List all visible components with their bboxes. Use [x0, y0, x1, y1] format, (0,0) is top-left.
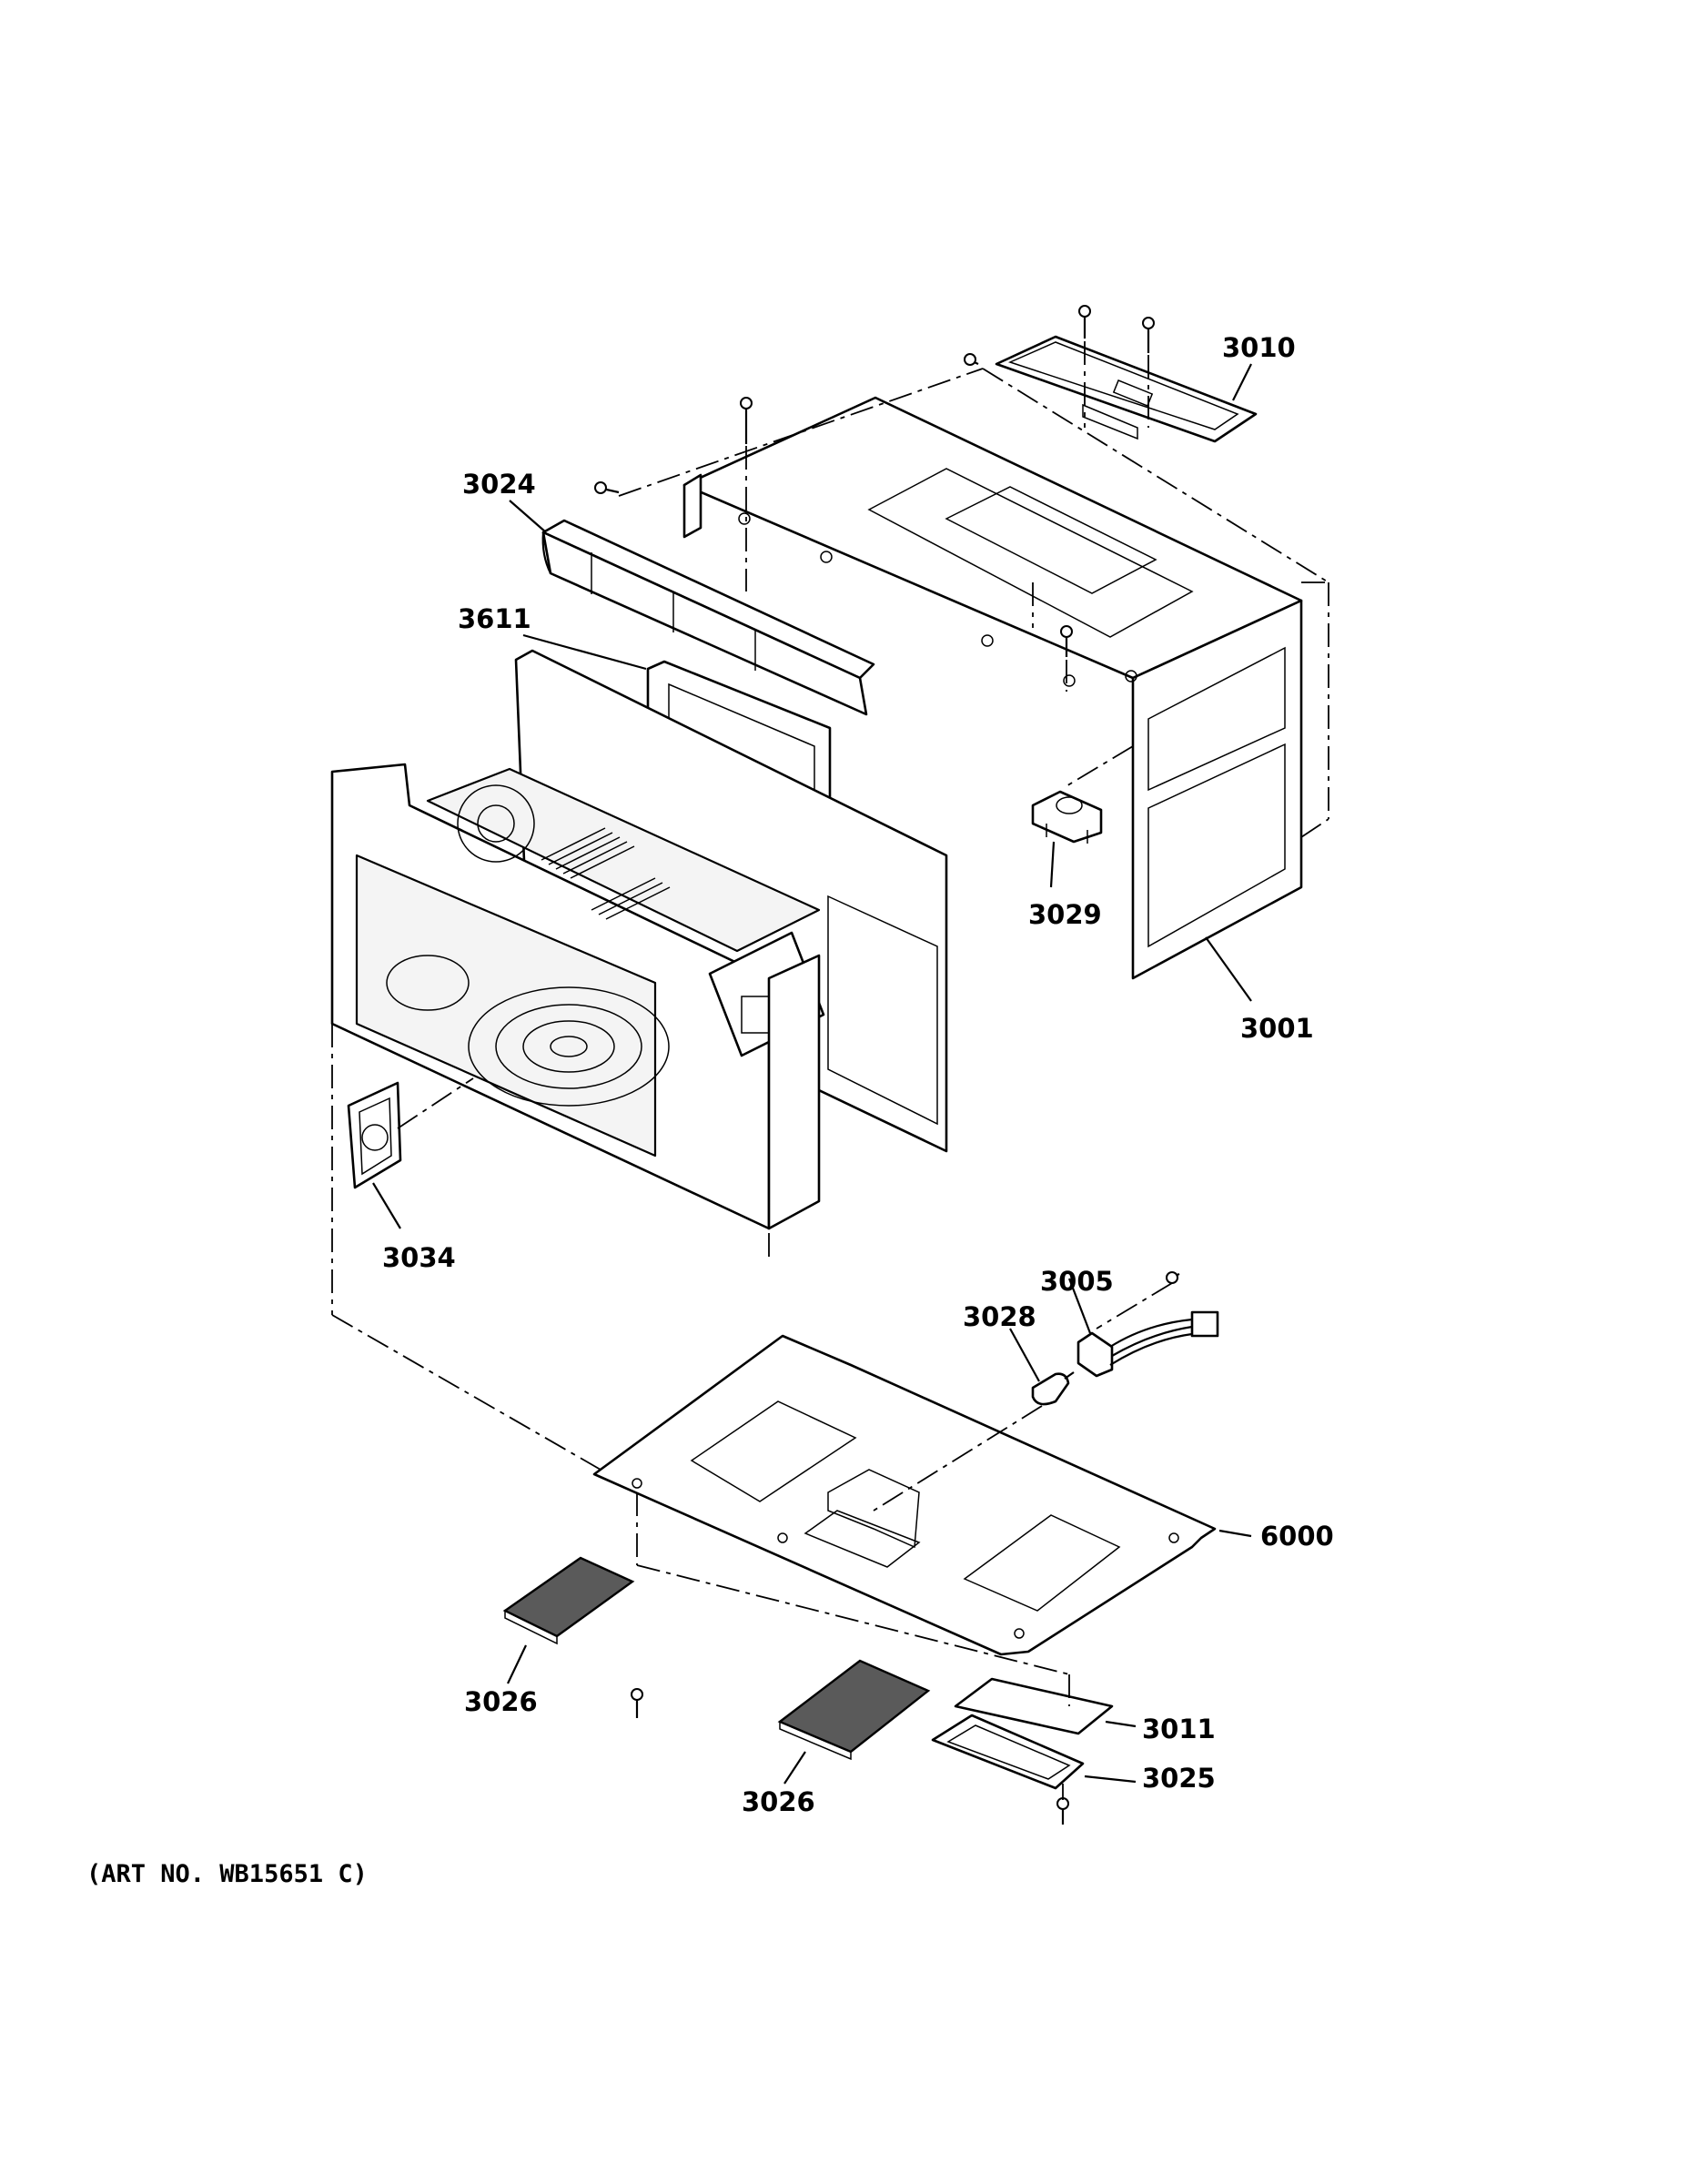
alignment-lines	[331, 341, 1329, 1800]
grease-filter-3026-left	[502, 1556, 635, 1645]
base-plate-6000	[592, 1334, 1217, 1656]
vent-slots	[541, 827, 671, 920]
grease-filter-3026-right	[777, 1659, 931, 1761]
screw-icon	[740, 397, 753, 444]
main-cavity-assembly	[330, 649, 948, 1230]
bracket-3029	[1031, 790, 1103, 844]
screw-icon	[631, 1688, 643, 1718]
part-label-3025: 3025	[1142, 1763, 1216, 1794]
part-label-3026-left: 3026	[464, 1686, 538, 1717]
part-label-6000: 6000	[1260, 1521, 1334, 1552]
top-cover-plate-3010	[995, 335, 1258, 443]
part-labels: 3010 3024 3611 3029 3001 3034 3005 3028 …	[382, 332, 1334, 1817]
vent-grille-3024	[541, 519, 875, 716]
screw-icon	[594, 481, 620, 494]
filter-frame-3025	[931, 1714, 1085, 1790]
art-number: (ART NO. WB15651 C)	[86, 1860, 368, 1888]
lamp-socket-3028	[1031, 1371, 1075, 1406]
outer-case-3001	[682, 396, 1303, 980]
part-label-3005: 3005	[1040, 1266, 1114, 1297]
part-label-3034: 3034	[382, 1242, 456, 1273]
screw-icon	[964, 353, 979, 366]
part-label-3028: 3028	[963, 1301, 1036, 1332]
switch-harness-3005	[1076, 1310, 1219, 1378]
leader-lines	[372, 363, 1252, 1785]
part-label-3029: 3029	[1028, 899, 1102, 930]
part-label-3011: 3011	[1142, 1714, 1216, 1744]
screw-icon	[1056, 1797, 1069, 1825]
part-label-3010: 3010	[1222, 332, 1296, 363]
part-label-3024: 3024	[462, 469, 536, 500]
part-label-3001: 3001	[1240, 1013, 1314, 1044]
screw-icon	[1078, 305, 1091, 339]
screw-icon	[1166, 1271, 1180, 1284]
part-label-3026-right: 3026	[742, 1786, 815, 1817]
part-label-3611: 3611	[458, 603, 531, 634]
waveguide-cover-3034	[347, 1081, 402, 1189]
screw-icon	[1060, 625, 1073, 657]
charcoal-filter-3011	[954, 1677, 1114, 1735]
screw-icon	[1142, 317, 1155, 353]
